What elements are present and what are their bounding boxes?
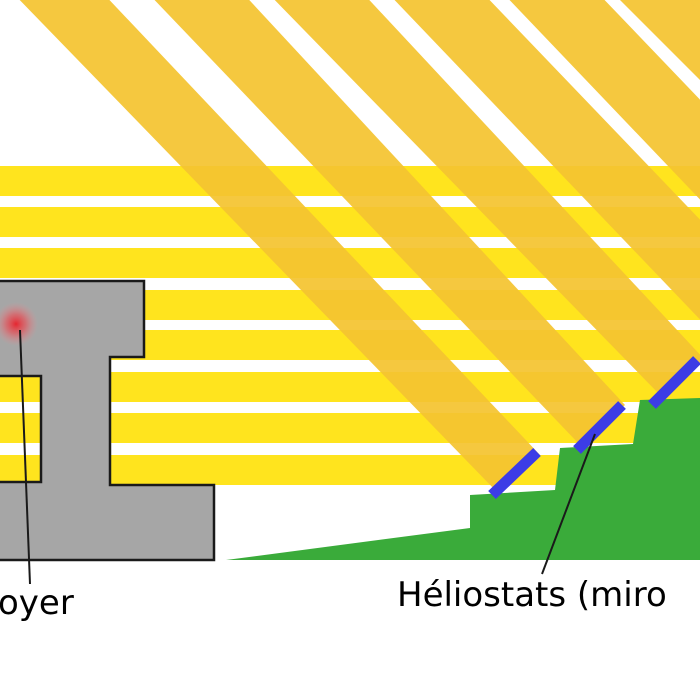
focus-label: oyer [0, 583, 74, 623]
incoming-beam [19, 0, 540, 490]
reflected-beam [0, 207, 700, 237]
incoming-beam [154, 0, 625, 445]
heliostat-leader-line [541, 433, 596, 575]
heliostat-mirror [573, 401, 626, 454]
incoming-beam [509, 0, 700, 200]
incoming-beam [394, 0, 700, 320]
incoming-beams [19, 0, 700, 490]
incoming-beam [620, 0, 700, 80]
heliostat-mirrors [488, 356, 700, 499]
focus-leader-line [19, 329, 31, 585]
heliostat-mirror [648, 356, 700, 409]
heliostat-hill [226, 398, 700, 560]
heliostat-mirror [488, 448, 541, 499]
furnace-tower [0, 279, 216, 562]
focus-spot [0, 302, 38, 346]
heliostats-label: Héliostats (miro [397, 575, 667, 615]
incoming-beam [274, 0, 700, 395]
